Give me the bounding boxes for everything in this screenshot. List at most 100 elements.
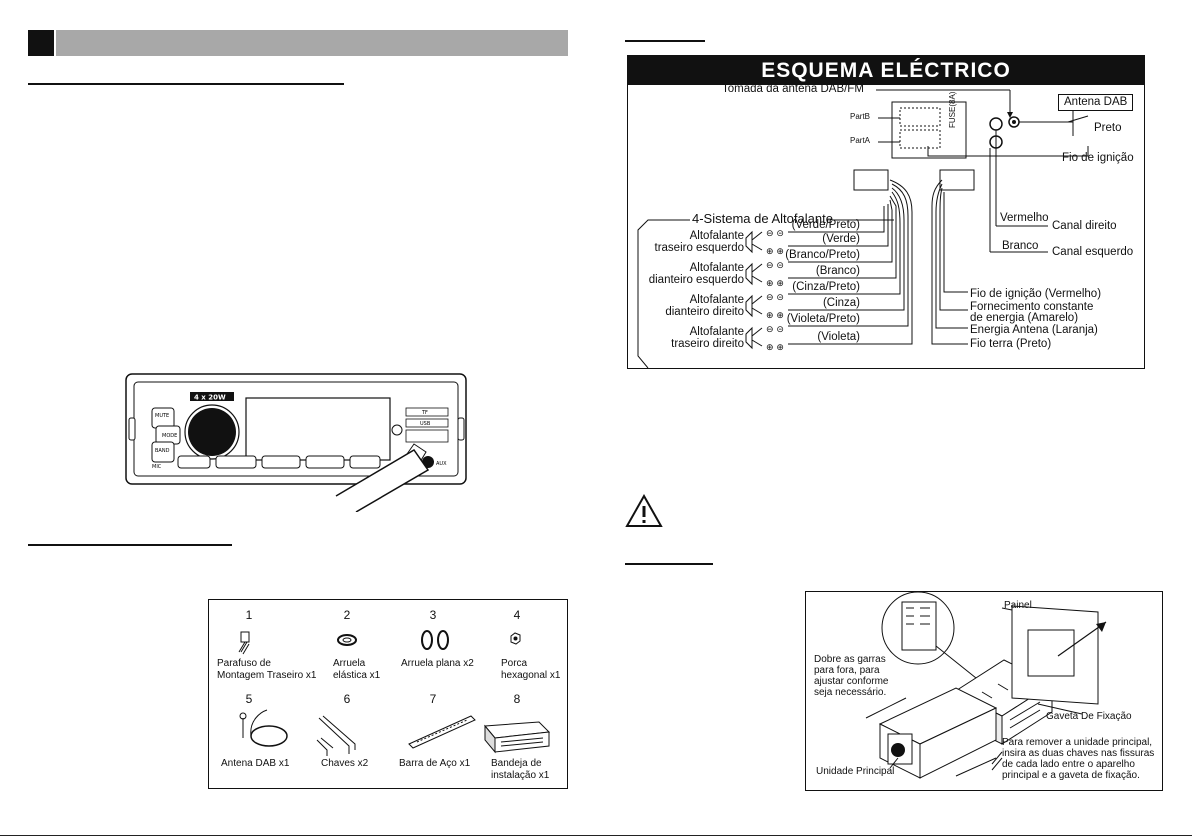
remove-line-1: Para remover a unidade principal, [1002,737,1153,748]
mode-label: MODE [162,433,177,439]
band-label: BAND [155,448,170,454]
power-constant-label-a: Fornecimento constante [970,301,1094,313]
aux-label: AUX [436,461,447,467]
power-ignition-label: Fio de ignição (Vermelho) [970,288,1102,300]
panel-label: Painel [1004,600,1032,611]
accessory-num-7: 7 [429,692,437,706]
antenna-socket-label: Tomada da antena DAB/FM [722,83,864,95]
antenna-dab-label: Antena DAB [1058,94,1134,111]
accessory-label-1a: Parafuso de [217,658,271,669]
speaker-2-name-a: Altofalante [689,262,744,274]
wiring-diagram: ESQUEMA ELÉCTRICO [627,55,1145,369]
mounting-sleeve-label: Gaveta De Fixação [1046,711,1132,722]
accessory-label-6: Chaves x2 [321,758,369,769]
speaker-4-name-a: Altofalante [689,326,744,338]
wiring-title: ESQUEMA ELÉCTRICO [628,56,1144,85]
usb-port-label: USB [420,421,431,427]
radio-drawing: MUTE MODE BAND 4 x 20W TF USB AUX MIC [125,373,467,513]
partb-label: PartB [850,112,871,121]
flat-washer-icon [421,630,449,650]
heading-underline-2 [28,544,232,546]
bend-tabs-line-1: Dobre as garras [814,654,886,665]
accessory-num-2: 2 [343,608,351,622]
svg-text:⊖ ⊝: ⊖ ⊝ [766,229,784,239]
heading-underline-4 [625,563,713,565]
canal-direito-label: Canal direito [1052,220,1117,232]
wire-label-4-neg: (Violeta/Preto) [786,313,860,325]
remove-line-4: principal e a gaveta de fixação. [1002,770,1140,781]
accessory-num-3: 3 [429,608,437,622]
svg-text:⊖ ⊝: ⊖ ⊝ [766,325,784,335]
speaker-4-name-b: traseiro direito [671,338,744,350]
svg-text:⊕ ⊕: ⊕ ⊕ [766,343,784,353]
svg-text:⊖ ⊝: ⊖ ⊝ [766,261,784,271]
preto-label: Preto [1094,122,1122,134]
accessory-label-4a: Porca [501,658,528,669]
installation-diagram: Painel Dobre as garras para fora, para a… [805,591,1163,791]
mounting-tray-icon [483,721,551,754]
speaker-1-name-a: Altofalante [689,230,744,242]
section-header-bar [56,30,568,56]
accessory-label-3: Arruela plana x2 [401,658,474,669]
accessory-label-8b: instalação x1 [491,770,550,781]
svg-text:⊕ ⊕: ⊕ ⊕ [766,311,784,321]
main-unit-label: Unidade Principal [816,766,895,777]
speaker-3-name-b: dianteiro direito [665,306,744,318]
wire-label-2-pos: (Branco) [815,265,860,277]
speaker-1-name-b: traseiro esquerdo [654,242,745,254]
radio-illustration: MUTE MODE BAND 4 x 20W TF USB AUX MIC [124,372,472,517]
accessory-label-2b: elástica x1 [333,670,381,681]
wiring-lines: ⊖ ⊝⊕ ⊕ ⊖ ⊝⊕ ⊕ ⊖ ⊝⊕ ⊕ ⊖ ⊝⊕ ⊕ [637,89,1089,368]
canal-esquerdo-label: Canal esquerdo [1052,246,1134,258]
accessory-num-6: 6 [343,692,351,706]
speaker-2-name-b: dianteiro esquerdo [648,274,744,286]
accessory-label-2a: Arruela [333,658,366,669]
warning-icon [625,494,663,527]
mic-label: MIC [152,464,162,470]
dab-antenna-icon [239,709,288,747]
installation-lines [865,592,1107,779]
wire-label-3-neg: (Cinza/Preto) [792,281,860,293]
accessory-label-4b: hexagonal x1 [501,670,561,681]
remove-line-2: insira as duas chaves nas fissuras [1002,748,1155,759]
vermelho-label: Vermelho [1000,212,1049,224]
speaker-system-label: 4-Sistema de Altofalante [692,211,833,226]
mute-label: MUTE [155,413,169,419]
wire-label-4-pos: (Violeta) [817,331,860,343]
wire-label-3-pos: (Cinza) [822,297,860,309]
accessory-label-8a: Bandeja de [491,758,542,769]
bend-tabs-line-3: ajustar conforme [814,676,889,687]
ground-wire-label: Fio terra (Preto) [970,338,1052,350]
accessory-num-8: 8 [513,692,521,706]
steel-bar-icon [408,715,476,749]
ignition-wire-label: Fio de ignição [1062,152,1134,164]
heading-underline-3 [625,40,705,42]
antenna-power-label: Energia Antena (Laranja) [970,324,1098,336]
section-number-block [28,30,54,56]
remove-line-3: de cada lado entre o aparelho [1002,759,1135,770]
heading-underline-1 [28,83,344,85]
wire-label-2-neg: (Branco/Preto) [785,249,860,261]
spring-washer-icon [337,634,357,646]
accessory-label-5: Antena DAB x1 [221,758,290,769]
accessory-num-1: 1 [245,608,253,622]
accessory-icons [238,630,551,756]
accessories-box: 1 2 3 4 [208,599,568,789]
removal-keys-icon [316,715,356,756]
speaker-3-name-a: Altofalante [689,294,744,306]
svg-text:⊖ ⊝: ⊖ ⊝ [766,293,784,303]
branco-label: Branco [1002,240,1039,252]
accessory-num-5: 5 [245,692,253,706]
parta-label: PartA [850,136,871,145]
bend-tabs-line-4: seja necessário. [814,687,887,698]
wire-label-1-neg: (Verde/Preto) [791,219,860,231]
page-bottom-rule [0,835,1192,836]
tf-slot-label: TF [421,410,428,416]
svg-text:⊕ ⊕: ⊕ ⊕ [766,247,784,257]
bend-tabs-line-2: para fora, para [814,665,880,676]
accessory-label-7: Barra de Aço x1 [399,758,471,769]
fuse-label: FUSE(8A) [948,91,957,128]
power-constant-label-b: de energia (Amarelo) [970,312,1079,324]
hex-nut-icon [510,632,521,645]
wire-label-1-pos: (Verde) [822,233,860,245]
